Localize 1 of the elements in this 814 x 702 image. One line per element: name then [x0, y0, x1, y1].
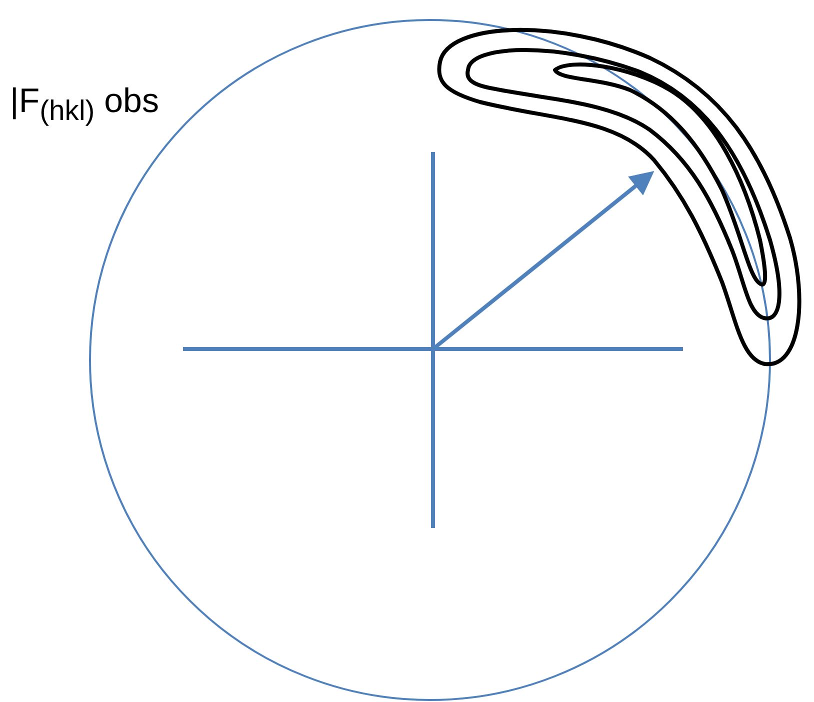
amplitude-label: |F$_{(hkl)}$ obs — [10, 82, 159, 128]
